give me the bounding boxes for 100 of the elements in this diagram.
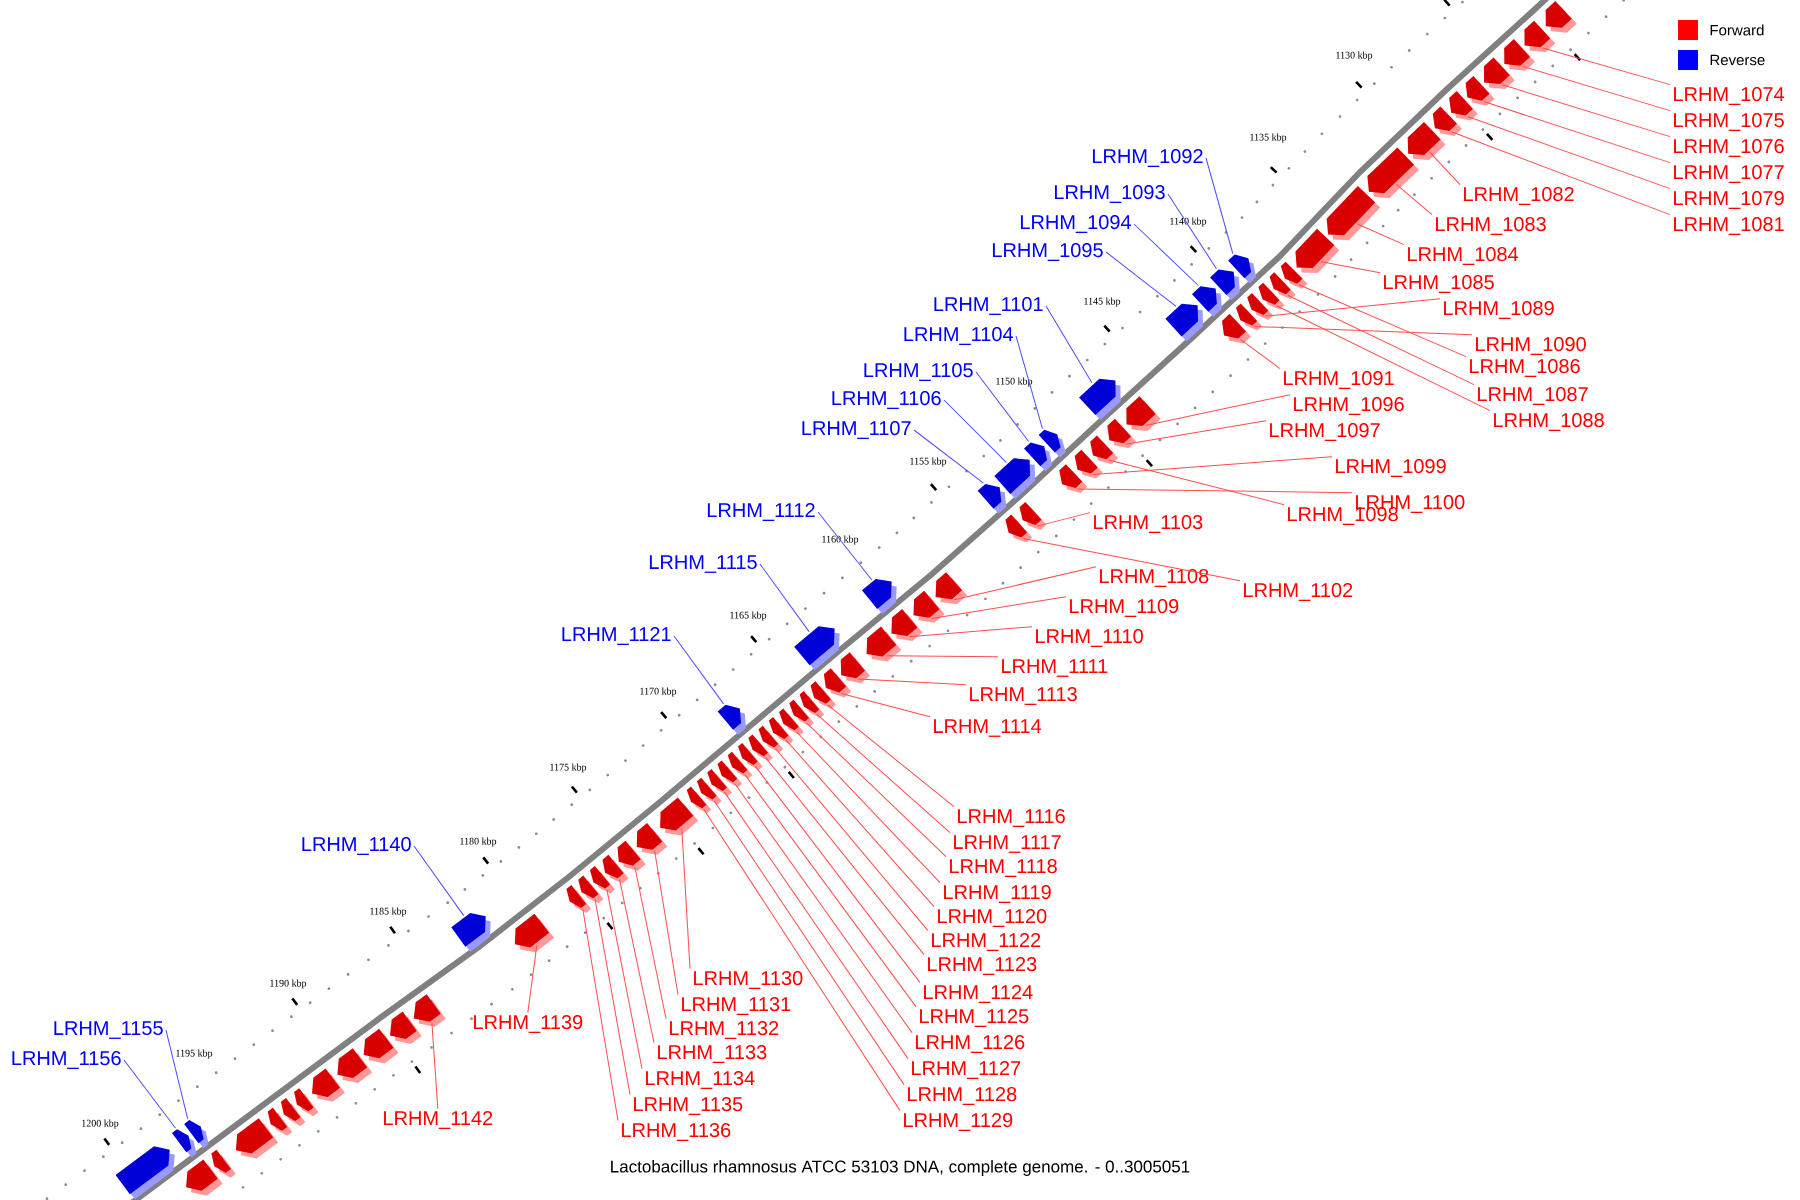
leader-line <box>713 800 905 1086</box>
leader-line <box>431 1022 439 1110</box>
gene-block <box>1545 1 1577 33</box>
gene-block <box>566 885 592 913</box>
leader-line <box>886 655 999 658</box>
leader-line <box>1022 538 1241 582</box>
leader-line <box>734 782 913 1034</box>
leader-line <box>857 678 967 686</box>
leader-line <box>1298 284 1467 358</box>
leader-line <box>1522 65 1671 112</box>
gene-label: LRHM_1082 <box>1464 187 1574 205</box>
leader-line <box>1356 223 1405 246</box>
gene-block <box>602 854 629 884</box>
gene-block <box>1165 303 1204 342</box>
leader-line <box>1015 335 1043 430</box>
leader-line <box>1036 512 1091 527</box>
gene-label: LRHM_1076 <box>1674 139 1784 157</box>
gene-label: LRHM_1113 <box>970 687 1077 705</box>
gene-label: LRHM_1121 <box>562 627 671 645</box>
gene-label: LRHM_1099 <box>1336 459 1446 477</box>
gene-block <box>1295 228 1340 273</box>
gene-label: LRHM_1129 <box>904 1113 1013 1131</box>
leader-line <box>953 566 1097 601</box>
gene-block <box>294 1088 319 1117</box>
gene-label: LRHM_1095 <box>992 243 1103 261</box>
leader-line <box>527 944 538 1014</box>
gene-label: LRHM_1104 <box>904 327 1013 345</box>
gene-label: LRHM_1089 <box>1444 301 1554 319</box>
leader-line <box>1450 131 1671 216</box>
gene-label: LRHM_1155 <box>54 1021 163 1039</box>
gene-label: LRHM_1111 <box>1002 659 1108 677</box>
gene-label: LRHM_1125 <box>920 1009 1029 1027</box>
gene-label: LRHM_1081 <box>1674 217 1784 235</box>
leader-line <box>1395 183 1433 216</box>
gene-label: LRHM_1108 <box>1100 569 1209 587</box>
leader-line <box>1253 326 1473 336</box>
gene-label: LRHM_1109 <box>1070 599 1179 617</box>
gene-block <box>312 1068 345 1102</box>
gene-block <box>1126 396 1161 432</box>
gene-label: LRHM_1075 <box>1674 113 1784 131</box>
leader-line <box>1125 420 1267 445</box>
leader-line <box>931 596 1067 619</box>
gene-label: LRHM_1107 <box>802 421 911 439</box>
gene-block <box>794 626 840 671</box>
gene-label: LRHM_1085 <box>1384 275 1494 293</box>
leader-line <box>1483 101 1671 164</box>
leader-line <box>775 748 929 932</box>
leader-line <box>123 1059 176 1129</box>
leader-line <box>1045 305 1093 384</box>
gene-block <box>1074 449 1103 479</box>
gene-label: LRHM_1117 <box>954 835 1061 853</box>
gene-block <box>235 1118 279 1159</box>
leader-line <box>744 774 917 1008</box>
gene-block <box>451 913 491 952</box>
gene-label: LRHM_1126 <box>916 1035 1025 1053</box>
leader-line <box>619 878 655 1044</box>
leader-line <box>806 722 947 858</box>
gene-block <box>1465 75 1495 106</box>
gene-label: LRHM_1101 <box>934 297 1043 315</box>
gene-label: LRHM_1136 <box>622 1123 731 1141</box>
gene-block <box>1449 91 1478 121</box>
leader-line <box>703 808 901 1112</box>
leader-line <box>413 845 465 917</box>
gene-label: LRHM_1097 <box>1270 423 1380 441</box>
gene-block <box>1367 147 1419 199</box>
leader-line <box>1167 193 1217 270</box>
leader-line <box>943 399 1007 463</box>
gene-block <box>1483 57 1515 90</box>
gene-label: LRHM_1131 <box>682 997 791 1015</box>
leader-line <box>827 704 955 808</box>
gene-label: LRHM_1077 <box>1674 165 1784 183</box>
gene-label: LRHM_1079 <box>1674 191 1784 209</box>
gene-block <box>686 786 712 814</box>
leader-line <box>975 371 1030 442</box>
gene-block <box>1432 106 1462 137</box>
gene-label: LRHM_1088 <box>1494 413 1604 431</box>
leader-line <box>764 756 925 956</box>
gene-block <box>211 1149 236 1178</box>
gene-label: LRHM_1128 <box>908 1087 1017 1105</box>
gene-block <box>840 652 870 684</box>
gene-block <box>617 840 646 871</box>
gene-block <box>413 994 446 1027</box>
leader-line <box>1239 338 1281 370</box>
gene-block <box>171 1129 197 1158</box>
leader-line <box>1467 115 1671 190</box>
gene-label: LRHM_1084 <box>1408 247 1519 265</box>
gene-label: LRHM_1134 <box>646 1071 755 1089</box>
gene-block <box>1326 185 1381 241</box>
gene-label: LRHM_1132 <box>670 1021 779 1039</box>
gene-block <box>1504 39 1535 71</box>
leader-line <box>1501 84 1671 138</box>
leader-line <box>1320 261 1381 274</box>
leader-line <box>634 866 667 1020</box>
gene-label: LRHM_1115 <box>649 555 757 573</box>
gene-label: LRHM_1074 <box>1674 87 1785 105</box>
gene-block <box>866 626 902 662</box>
gene-block <box>1019 501 1047 531</box>
gene-block <box>390 1011 422 1044</box>
leader-line <box>840 692 931 718</box>
gene-block <box>267 1107 293 1136</box>
